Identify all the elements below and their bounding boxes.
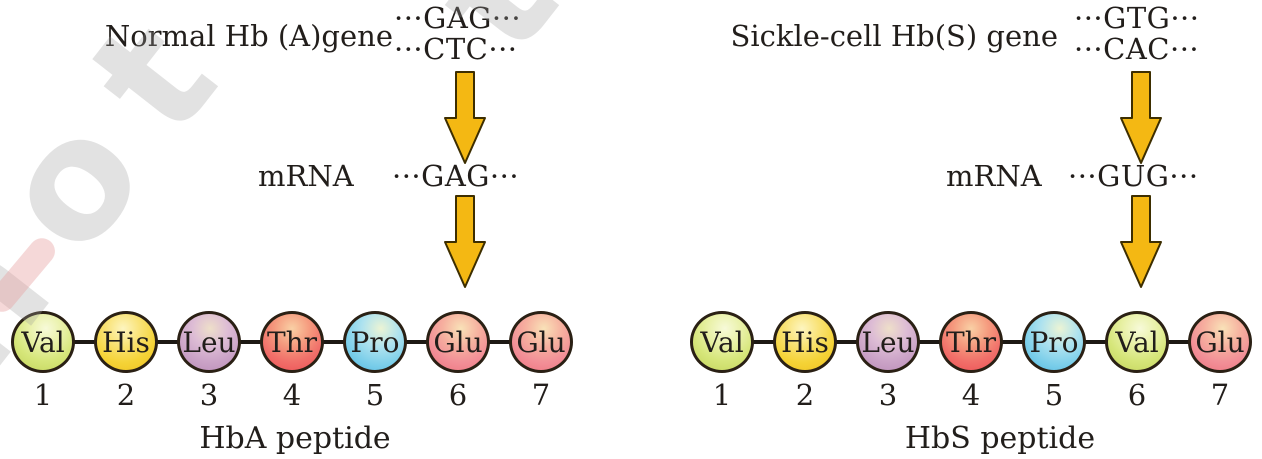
residue-label: Pro — [350, 325, 400, 359]
gene-label-sickle: Sickle-cell Hb(S) gene — [730, 19, 1059, 53]
residue-label: Thr — [945, 325, 997, 359]
residue-label: Glu — [516, 325, 566, 359]
peptide-bond-connector — [1002, 340, 1024, 344]
dna-codon-sense: ···GTG··· — [1074, 1, 1200, 35]
residue-label: Glu — [433, 325, 483, 359]
residue-circle: Glu — [426, 311, 490, 373]
residue-number: 1 — [712, 378, 732, 412]
peptide-bond-connector — [1168, 340, 1190, 344]
residue-circle: Thr — [260, 311, 324, 373]
peptide-bond-connector — [157, 340, 179, 344]
peptide-bond-connector — [489, 340, 511, 344]
residue-number: 5 — [365, 378, 385, 412]
residue-circle: His — [773, 311, 837, 373]
residue-number: 4 — [282, 378, 302, 412]
peptide-caption-hba: HbA peptide — [199, 421, 391, 456]
translation-arrow-icon — [1120, 195, 1162, 288]
residue-label: Val — [21, 325, 65, 359]
mrna-codon: ···GUG··· — [1068, 159, 1199, 193]
residue-circle: Val — [11, 311, 75, 373]
residue-circle: Val — [1105, 311, 1169, 373]
residue-number: 5 — [1044, 378, 1064, 412]
residue-number: 2 — [116, 378, 136, 412]
peptide-bond-connector — [406, 340, 428, 344]
dna-codon-sense: ···GAG··· — [394, 1, 522, 35]
mrna-label: mRNA — [946, 159, 1042, 193]
residue-label: Thr — [266, 325, 318, 359]
peptide-caption-hbs: HbS peptide — [904, 421, 1096, 456]
residue-number: 4 — [961, 378, 981, 412]
transcription-arrow-icon — [444, 71, 486, 164]
residue-number: 3 — [878, 378, 898, 412]
residue-label: Pro — [1029, 325, 1079, 359]
dna-codons-sickle: ···GTG··· ···CAC··· — [1074, 3, 1199, 65]
residue-number: 7 — [1210, 378, 1230, 412]
residue-label: His — [102, 325, 150, 359]
peptide-bond-connector — [323, 340, 345, 344]
residue-number: 6 — [1127, 378, 1147, 412]
residue-circle: Pro — [1022, 311, 1086, 373]
watermark-stroke — [0, 232, 61, 318]
residue-number: 1 — [33, 378, 53, 412]
residue-label: Leu — [182, 325, 236, 359]
dna-codon-antisense: ···CAC··· — [1074, 32, 1200, 66]
peptide-bond-connector — [240, 340, 262, 344]
peptide-bond-connector — [836, 340, 858, 344]
residue-label: His — [781, 325, 829, 359]
residue-label: Leu — [861, 325, 915, 359]
peptide-bond-connector — [753, 340, 775, 344]
gene-label-normal: Normal Hb (A)gene — [104, 19, 393, 53]
peptide-bond-connector — [1085, 340, 1107, 344]
residue-number: 2 — [795, 378, 815, 412]
mrna-codon: ···GAG··· — [392, 159, 520, 193]
residue-number: 6 — [448, 378, 468, 412]
residue-circle: Thr — [939, 311, 1003, 373]
residue-circle: Val — [690, 311, 754, 373]
dna-codon-antisense: ···CTC··· — [394, 32, 518, 66]
residue-label: Val — [700, 325, 744, 359]
residue-circle: Leu — [856, 311, 920, 373]
residue-circle: Pro — [343, 311, 407, 373]
residue-label: Glu — [1195, 325, 1245, 359]
residue-label: Val — [1115, 325, 1159, 359]
translation-arrow-icon — [444, 195, 486, 288]
residue-number: 3 — [199, 378, 219, 412]
peptide-bond-connector — [74, 340, 96, 344]
peptide-bond-connector — [919, 340, 941, 344]
dna-codons-normal: ···GAG··· ···CTC··· — [394, 3, 521, 65]
residue-circle: His — [94, 311, 158, 373]
residue-circle: Glu — [509, 311, 573, 373]
mrna-label: mRNA — [258, 159, 354, 193]
residue-circle: Glu — [1188, 311, 1252, 373]
residue-number: 7 — [531, 378, 551, 412]
transcription-arrow-icon — [1120, 71, 1162, 164]
residue-circle: Leu — [177, 311, 241, 373]
